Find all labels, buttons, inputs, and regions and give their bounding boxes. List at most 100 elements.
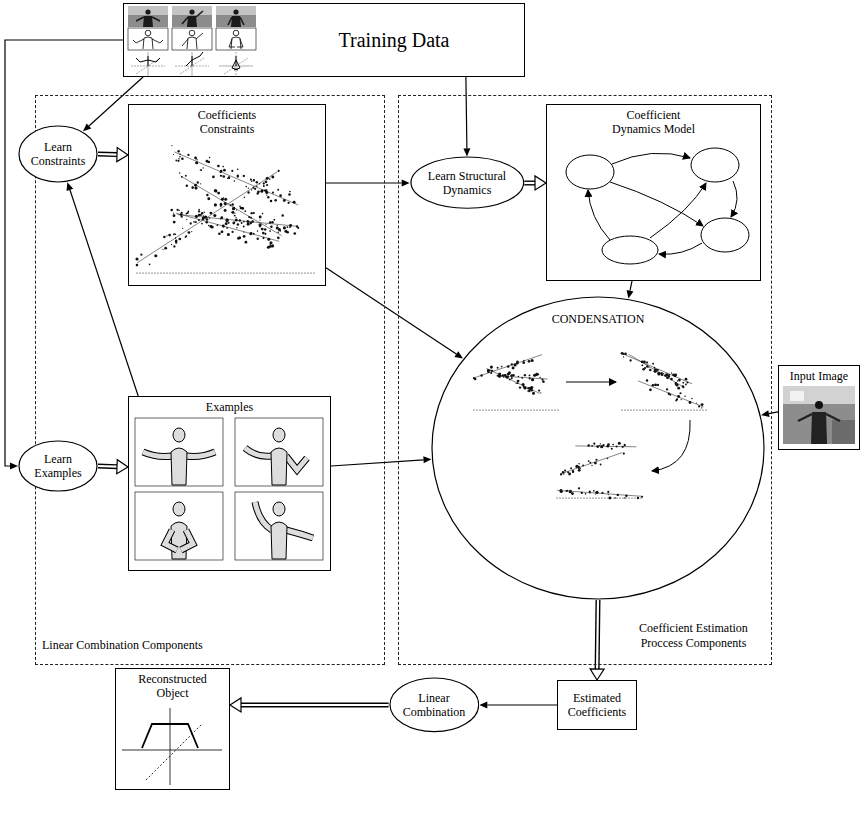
data-dot xyxy=(235,219,238,222)
data-dot xyxy=(231,170,233,172)
data-dot xyxy=(648,409,649,410)
data-dot xyxy=(206,160,209,163)
data-dot xyxy=(293,201,296,204)
data-dot xyxy=(600,445,603,448)
data-dot xyxy=(515,409,516,410)
data-dot xyxy=(221,198,224,201)
data-dot xyxy=(232,211,235,214)
arrow-shaft xyxy=(595,600,601,669)
data-dot xyxy=(253,179,255,181)
arrow-shaft xyxy=(596,600,599,669)
data-dot xyxy=(490,366,493,369)
data-dot xyxy=(237,175,239,177)
data-dot xyxy=(136,272,137,273)
data-dot xyxy=(624,497,625,498)
data-dot xyxy=(679,392,681,394)
data-dot xyxy=(237,223,239,225)
data-dot xyxy=(195,215,198,218)
node-label: Examples xyxy=(206,400,253,414)
data-dot xyxy=(206,194,208,196)
data-dot xyxy=(237,168,239,170)
data-dot xyxy=(634,497,635,498)
data-dot xyxy=(524,409,525,410)
data-dot xyxy=(587,444,590,447)
data-dot xyxy=(234,215,236,217)
state-graph-part xyxy=(612,153,690,164)
data-dot xyxy=(601,492,603,494)
data-dot xyxy=(173,221,176,224)
data-dot xyxy=(266,184,268,186)
axis-line xyxy=(137,172,277,263)
example-figure-part xyxy=(273,428,285,442)
example-figure-part xyxy=(235,418,323,486)
data-dot xyxy=(236,227,237,228)
data-dot xyxy=(253,212,255,214)
data-dot xyxy=(178,210,179,211)
node-label: CONDENSATION xyxy=(552,312,645,326)
flow-arrow xyxy=(627,281,634,299)
data-dot xyxy=(140,254,142,256)
data-dot xyxy=(570,467,572,469)
data-dot xyxy=(491,409,492,410)
data-dot xyxy=(168,234,171,237)
data-dot xyxy=(523,386,526,389)
data-dot xyxy=(522,383,525,386)
data-dot xyxy=(181,176,183,178)
data-dot xyxy=(566,490,568,492)
data-dot xyxy=(511,377,513,379)
data-dot xyxy=(641,496,643,498)
flow-arrow xyxy=(331,456,431,466)
data-dot xyxy=(220,170,223,173)
data-dot xyxy=(681,399,682,400)
ellipse-shape xyxy=(19,441,97,491)
data-dot xyxy=(675,383,677,385)
process-circle: CONDENSATION xyxy=(431,296,765,600)
input-photo xyxy=(783,386,855,444)
data-dot xyxy=(269,221,271,223)
data-dot xyxy=(162,249,163,250)
data-dot xyxy=(642,409,643,410)
data-dot xyxy=(529,377,531,379)
training-thumbnail-part xyxy=(143,16,153,27)
data-dot xyxy=(696,409,697,410)
data-dot xyxy=(246,220,249,223)
data-dot xyxy=(277,189,279,191)
data-dot xyxy=(202,272,203,273)
data-dot xyxy=(247,223,250,226)
data-dot xyxy=(595,491,598,494)
data-dot xyxy=(264,233,266,235)
data-dot xyxy=(223,226,225,228)
data-dot xyxy=(263,185,265,187)
ellipse-shape xyxy=(411,157,524,208)
data-dot xyxy=(136,264,139,267)
data-dot xyxy=(648,367,649,368)
data-dot xyxy=(689,401,692,404)
example-figure xyxy=(235,492,323,560)
data-dot xyxy=(206,218,209,221)
data-dot xyxy=(201,223,203,225)
data-dot xyxy=(527,409,528,410)
data-dot xyxy=(234,212,235,213)
data-dot xyxy=(224,202,227,205)
arrow-head xyxy=(761,410,770,417)
data-dot xyxy=(214,189,217,192)
data-dot xyxy=(660,409,661,410)
data-dot xyxy=(178,272,179,273)
data-dot xyxy=(604,497,605,498)
data-dot xyxy=(591,445,593,447)
data-dot xyxy=(618,442,621,445)
data-dot xyxy=(244,210,246,212)
process-ellipse: Learn Structural Dynamics xyxy=(410,156,525,209)
training-thumbnail-part xyxy=(136,56,160,66)
data-dot xyxy=(517,382,519,384)
data-dot xyxy=(578,487,580,489)
example-figure-part xyxy=(135,492,223,560)
data-dot xyxy=(279,194,282,197)
data-dot xyxy=(232,222,235,225)
data-dot xyxy=(139,272,140,273)
ellipse-shape xyxy=(19,126,97,182)
data-dot xyxy=(257,238,259,240)
training-thumbnail-part xyxy=(172,6,212,27)
data-dot xyxy=(252,187,254,189)
data-dot xyxy=(259,216,262,219)
